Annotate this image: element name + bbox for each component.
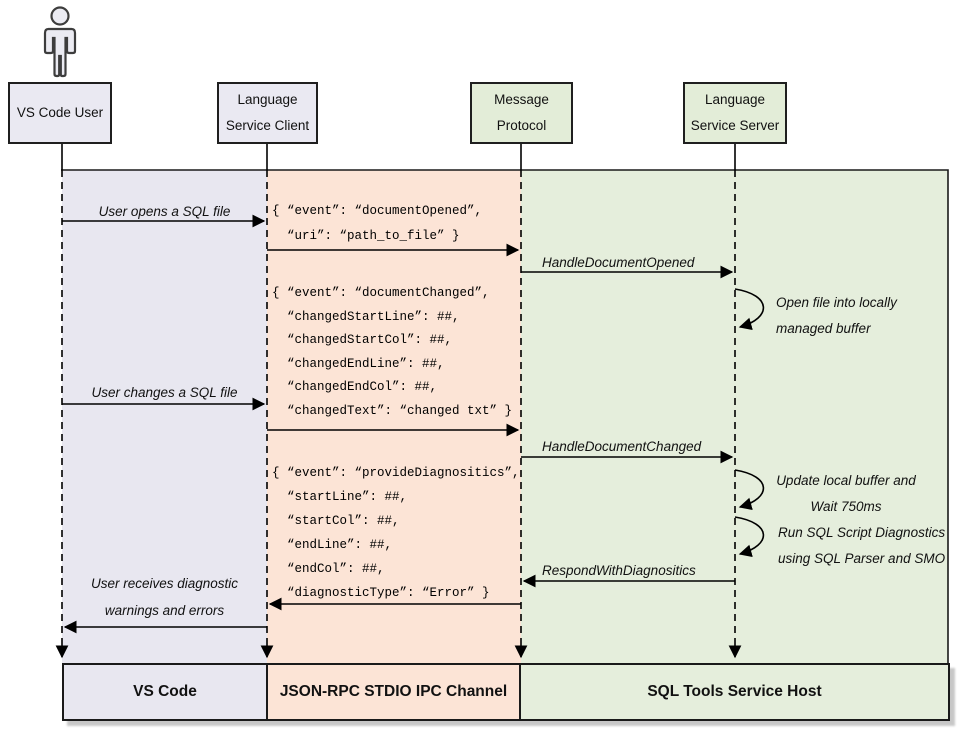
footer-sql-tools-service-host: SQL Tools Service Host xyxy=(521,663,950,721)
actor-label: Language xyxy=(704,92,766,107)
payload-document-opened: { “event”: “documentOpened”, “uri”: “pat… xyxy=(272,204,483,243)
note-open-file: Open file into locally managed buffer xyxy=(776,295,897,336)
message-arrows xyxy=(62,214,735,634)
footer-jsonrpc-channel: JSON-RPC STDIO IPC Channel xyxy=(268,663,521,721)
actor-box-vscode-user: VS Code User xyxy=(8,82,112,144)
label-handle-document-changed: HandleDocumentChanged xyxy=(542,439,702,454)
label-handle-document-opened: HandleDocumentOpened xyxy=(542,255,695,270)
actor-label: VS Code User xyxy=(16,105,104,120)
actor-box-message-protocol: Message Protocol xyxy=(470,82,573,144)
lifelines xyxy=(55,144,742,659)
footer-vscode: VS Code xyxy=(62,663,268,721)
self-loops xyxy=(734,288,765,558)
actor-box-language-service-server: Language Service Server xyxy=(683,82,787,144)
label-user-receives: User receives diagnostic warnings and er… xyxy=(90,576,239,618)
payload-document-changed: { “event”: “documentChanged”, “changedSt… xyxy=(272,286,513,418)
user-actor-icon xyxy=(43,6,77,78)
actor-box-language-service-client: Language Service Client xyxy=(217,82,318,144)
footer-row: VS Code JSON-RPC STDIO IPC Channel SQL T… xyxy=(62,663,950,721)
payload-provide-diagnostics: { “event”: “provideDiagnositics”, “start… xyxy=(272,466,520,600)
note-run-diagnostics: Run SQL Script Diagnostics using SQL Par… xyxy=(778,525,946,566)
actor-label: Service Server xyxy=(690,118,780,133)
actor-label: Protocol xyxy=(496,118,547,133)
label-user-opens: User opens a SQL file xyxy=(98,204,231,219)
lane-border xyxy=(61,169,949,663)
actor-label: Language xyxy=(237,92,298,107)
self-loop-open-file xyxy=(734,288,765,331)
actor-label: Service Client xyxy=(225,118,310,133)
note-update-buffer: Update local buffer and Wait 750ms xyxy=(776,473,916,514)
self-loop-run-diagnostics xyxy=(734,516,765,558)
lane-jsonrpc xyxy=(267,170,521,663)
self-loop-update-buffer xyxy=(734,469,765,511)
actor-label: Message xyxy=(494,92,549,107)
label-user-changes: User changes a SQL file xyxy=(91,385,238,400)
lane-vscode xyxy=(62,170,267,663)
label-respond-with-diagnostics: RespondWithDiagnositics xyxy=(542,563,696,578)
